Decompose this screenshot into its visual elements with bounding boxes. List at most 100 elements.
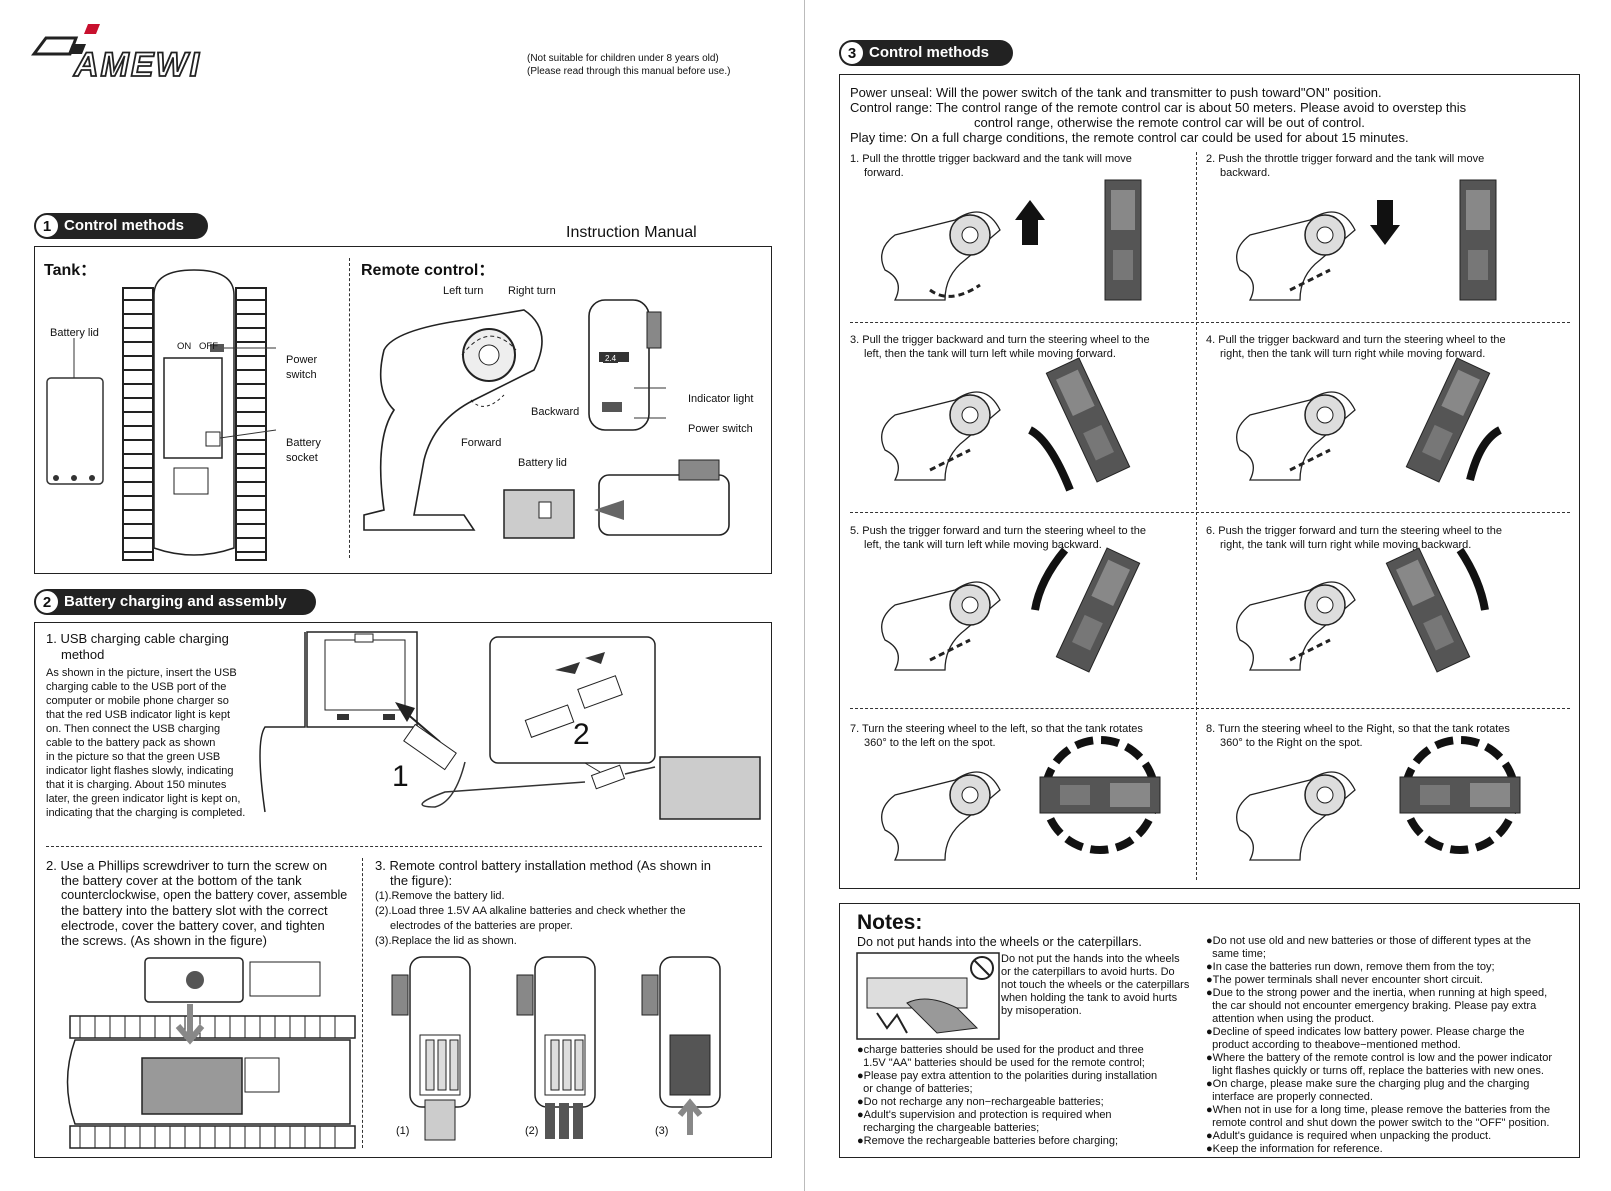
warning-line: not touch the wheels or the caterpillars <box>1001 979 1201 992</box>
tank-battery-socket-label-1: Battery <box>286 436 321 450</box>
note-item: remote control and shut down the power s… <box>1206 1117 1576 1130</box>
note-item: ●Do not use old and new batteries or tho… <box>1206 935 1576 948</box>
usb-line: indicator light flashes slowly, indicati… <box>46 764 256 778</box>
control-range-line: Control range: The control range of the … <box>850 100 1570 115</box>
manual-title: Instruction Manual <box>566 224 697 242</box>
warning-line: or the caterpillars to avoid hurts. Do <box>1001 966 1201 979</box>
note-item: ●charge batteries should be used for the… <box>857 1044 1197 1057</box>
remote-batt-line: electrodes of the batteries are proper. <box>375 919 765 933</box>
read-manual-warning: (Please read through this manual before … <box>527 65 730 78</box>
step-2-text: 2. Push the throttle trigger forward and… <box>1206 152 1566 180</box>
note-item: attention when using the product. <box>1206 1013 1576 1026</box>
tank-battery-assembly-illustration <box>70 958 355 1150</box>
section1-header: 1 Control methods <box>34 213 208 239</box>
note-item: 1.5V "AA" batteries should be used for t… <box>857 1057 1197 1070</box>
note-item: interface are properly connected. <box>1206 1091 1576 1104</box>
screw-line: 2. Use a Phillips screwdriver to turn th… <box>46 858 356 873</box>
section3-title: Control methods <box>869 44 989 61</box>
notes-right-list: ●Do not use old and new batteries or tho… <box>1206 935 1576 1156</box>
warning-line: when holding the tank to avoid hurts <box>1001 992 1201 1005</box>
note-item: ●Adult's guidance is required when unpac… <box>1206 1130 1576 1143</box>
note-item: or change of batteries; <box>857 1083 1197 1096</box>
usb-line: on. Then connect the USB charging <box>46 722 256 736</box>
notes-title: Notes: <box>857 911 922 935</box>
section3-number: 3 <box>840 41 864 65</box>
note-item: ●Adult's supervision and protection is r… <box>857 1109 1197 1122</box>
hand-warning-text: Do not put the hands into the wheels or … <box>1001 953 1201 1018</box>
remote-batt-line: (1).Remove the battery lid. <box>375 889 765 903</box>
section1-title: Control methods <box>64 217 184 234</box>
age-warning: (Not suitable for children under 8 years… <box>527 52 719 65</box>
remote-battery-instructions: 3. Remote control battery installation m… <box>375 858 765 948</box>
tank-on-label: ON <box>177 341 191 352</box>
screw-instructions: 2. Use a Phillips screwdriver to turn th… <box>46 858 356 948</box>
control-steps-illustrations <box>870 180 1570 880</box>
remote-batt-line: (2).Load three 1.5V AA alkaline batterie… <box>375 904 765 918</box>
note-item: ●On charge, please make sure the chargin… <box>1206 1078 1576 1091</box>
usb-line: in the picture so that the green USB <box>46 750 256 764</box>
section2-header: 2 Battery charging and assembly <box>34 589 316 615</box>
usb-line: that it is charging. About 150 minutes <box>46 778 256 792</box>
step-1-text: 1. Pull the throttle trigger backward an… <box>850 152 1190 180</box>
remote-step-1-label: (1) <box>396 1124 409 1138</box>
note-item: ●Decline of speed indicates low battery … <box>1206 1026 1576 1039</box>
note-item: ●Where the battery of the remote control… <box>1206 1052 1576 1065</box>
tank-battery-lid-label: Battery lid <box>50 326 99 340</box>
screw-line: electrode, cover the battery cover, and … <box>46 918 356 933</box>
remote-control-illustration <box>354 290 764 550</box>
remote-batt-line: the figure): <box>375 873 765 888</box>
warning-line: by misoperation. <box>1001 1005 1201 1018</box>
warning-line: Do not put the hands into the wheels <box>1001 953 1201 966</box>
note-item: same time; <box>1206 948 1576 961</box>
tank-top-view <box>44 270 344 570</box>
usb-title-line1: 1. USB charging cable charging <box>46 631 229 646</box>
section2-divider-v <box>362 858 363 1148</box>
remote-power-switch-label: Power switch <box>688 422 753 436</box>
left-turn-label: Left turn <box>443 284 483 298</box>
remote-batt-line: 3. Remote control battery installation m… <box>375 858 765 873</box>
page-fold <box>804 0 805 1191</box>
note-item: product according to theabove−mentioned … <box>1206 1039 1576 1052</box>
remote-step-2-label: (2) <box>525 1124 538 1138</box>
usb-line: that the red USB indicator light is kept <box>46 708 256 722</box>
screw-line: the battery into the battery slot with t… <box>46 903 356 918</box>
play-time-line: Play time: On a full charge conditions, … <box>850 130 1570 145</box>
remote-battery-lid-label: Battery lid <box>518 456 567 470</box>
note-item: ●Do not recharge any non−rechargeable ba… <box>857 1096 1197 1109</box>
tank-off-label: OFF <box>199 341 218 352</box>
note-item: light flashes quickly or turns off, repl… <box>1206 1065 1576 1078</box>
remote-battery-steps-illustration <box>390 955 730 1141</box>
usb-line: later, the green indicator light is kept… <box>46 792 256 806</box>
usb-line: charging cable to the USB port of the <box>46 680 256 694</box>
usb-line: As shown in the picture, insert the USB <box>46 666 256 680</box>
section2-title: Battery charging and assembly <box>64 593 287 610</box>
tank-battery-socket-label-2: socket <box>286 451 318 465</box>
note-item: recharging the chargeable batteries; <box>857 1122 1197 1135</box>
note-item: the car should not encounter emergency b… <box>1206 1000 1576 1013</box>
note-item: ●When not in use for a long time, please… <box>1206 1104 1576 1117</box>
note-item: ●Keep the information for reference. <box>1206 1143 1576 1156</box>
remote-step-3-label: (3) <box>655 1124 668 1138</box>
remote-control-label: Remote control： <box>361 256 494 280</box>
notes-subtitle: Do not put hands into the wheels or the … <box>857 935 1142 949</box>
note-item: ●Please pay extra attention to the polar… <box>857 1070 1197 1083</box>
usb-line: cable to the battery pack as shown <box>46 736 256 750</box>
remote-batt-line: (3).Replace the lid as shown. <box>375 934 765 948</box>
screw-line: the screws. (As shown in the figure) <box>46 933 356 948</box>
hand-warning-illustration <box>857 953 999 1039</box>
tank-power-switch-label-2: switch <box>286 368 317 382</box>
notes-left-list: ●charge batteries should be used for the… <box>857 1044 1197 1148</box>
right-turn-label: Right turn <box>508 284 556 298</box>
usb-body-text: As shown in the picture, insert the USB … <box>46 666 256 820</box>
usb-title-line2: method <box>61 647 104 662</box>
section3-header: 3 Control methods <box>839 40 1013 66</box>
section3-intro: Power unseal: Will the power switch of t… <box>850 85 1570 145</box>
power-unseal-line: Power unseal: Will the power switch of t… <box>850 85 1570 100</box>
usb-line: indicating that the charging is complete… <box>46 806 256 820</box>
tank-power-switch-label-1: Power <box>286 353 317 367</box>
section2-number: 2 <box>35 590 59 614</box>
step-label-2: 2 <box>573 718 590 752</box>
note-item: ●In case the batteries run down, remove … <box>1206 961 1576 974</box>
svg-text:AMEWI: AMEWI <box>73 46 201 82</box>
note-item: ●Due to the strong power and the inertia… <box>1206 987 1576 1000</box>
